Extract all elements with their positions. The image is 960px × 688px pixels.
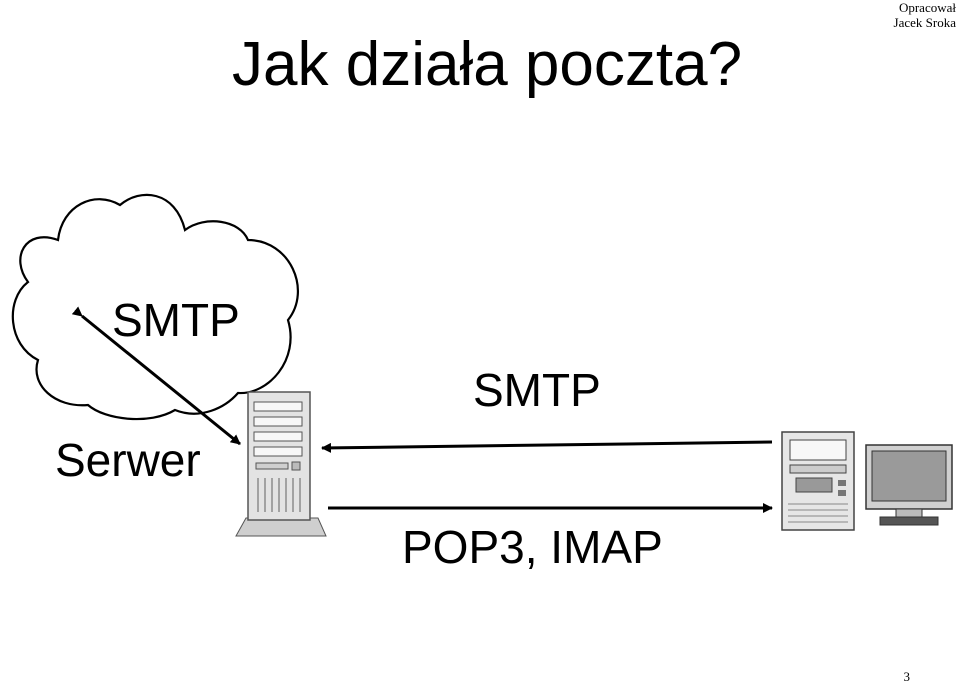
author-name: Jacek Sroka [893, 15, 956, 30]
monitor-icon [865, 444, 953, 526]
page-number: 3 [903, 669, 911, 684]
desktop-computer-icon [781, 431, 855, 531]
smtp-arrow [321, 440, 773, 453]
author-credit: Opracował Jacek Sroka [894, 0, 956, 30]
author-role: Opracował [898, 0, 956, 15]
slide-title: Jak działa poczta? [232, 30, 743, 99]
cloud-server-arrow [71, 306, 241, 446]
server-tower-icon [235, 391, 327, 537]
smtp-arrow-label: SMTP [473, 364, 601, 416]
pop3-imap-arrow-label: POP3, IMAP [402, 521, 663, 573]
server-label: Serwer [55, 434, 201, 486]
cloud-smtp-label: SMTP [112, 294, 240, 346]
